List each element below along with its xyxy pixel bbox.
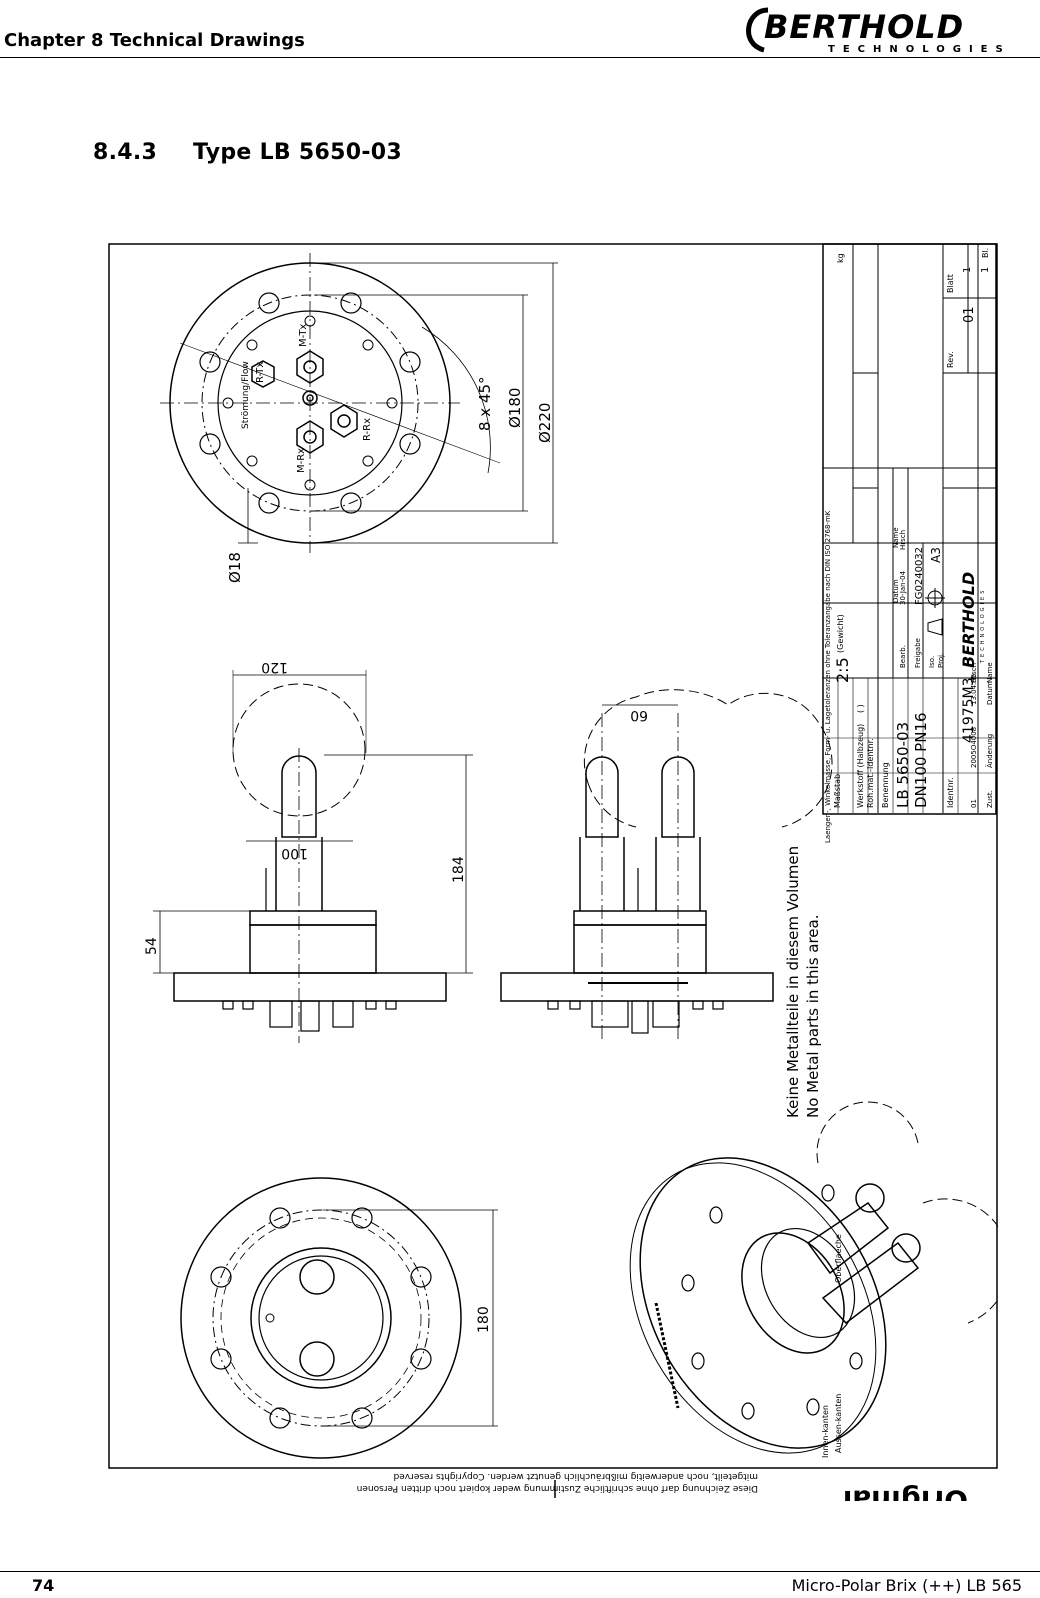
tb-rev-col3: Name	[986, 662, 994, 683]
tb-sheet: 1	[962, 267, 973, 273]
tb-berthold-logo: BERTHOLD TECHNOLOGIES	[959, 572, 986, 668]
tb-proj-label: Proj.	[937, 653, 945, 668]
tb-sheets: 1	[980, 267, 991, 273]
logo-main-text: BERTHOLD	[764, 8, 964, 46]
tb-name-1: LB 5650-03	[894, 722, 912, 808]
berthold-logo: BERTHOLD TECHNOLOGIES	[746, 7, 1011, 55]
tb-rev-no: 01	[970, 799, 978, 808]
side-view-2	[500, 689, 833, 1043]
tb-outer-edges: Aussen-kanten	[834, 1394, 843, 1453]
tb-name-label: Benennung	[881, 762, 890, 808]
dim-flange: 54	[144, 937, 160, 955]
side-view-1	[153, 670, 473, 1043]
manual-title: Micro-Polar Brix (++) LB 565	[791, 1576, 1022, 1595]
dim-sphere: 120	[261, 659, 288, 675]
tb-rohmat-label: Roh.mat.-Identnr.	[866, 738, 875, 808]
tb-sheet-label: Blatt	[946, 274, 955, 293]
tb-ident: 41975M3	[961, 677, 977, 743]
tb-inner-edges: Innen-kanten	[821, 1405, 830, 1458]
tb-rev-col1: Änderung	[985, 734, 994, 768]
tb-scale-label: Maßstab	[833, 774, 842, 808]
dim-spacing: 60	[630, 707, 648, 723]
tb-name-col: Name	[892, 527, 900, 548]
logo-sub-text: TECHNOLOGIES	[828, 44, 1011, 55]
side-view-2-labels: 60	[630, 707, 648, 723]
copyright-line-1: Diese Zeichnung darf ohne schriftliche Z…	[357, 1483, 758, 1493]
label-r-rx: R-Rx	[362, 418, 373, 441]
page-footer-rule	[0, 1571, 1040, 1572]
tb-drawn-name: Hrsch	[899, 530, 907, 550]
tb-name-2: DN100 PN16	[912, 712, 930, 808]
tb-format: A3	[929, 547, 943, 563]
tb-rev-date: 13.04.05	[970, 674, 978, 705]
antenna-ports	[251, 350, 358, 454]
page-header: Chapter 8 Technical Drawings BERTHOLD TE…	[0, 0, 1040, 58]
dim-hole-dia: Ø18	[226, 552, 244, 583]
section-heading: 8.4.3 Type LB 5650-03	[93, 140, 402, 165]
tb-rev-label: Rev.	[946, 351, 955, 368]
tb-release-label: Freigabe	[914, 638, 922, 668]
original-stamp: Original	[843, 1484, 968, 1501]
section-number: 8.4.3	[93, 140, 158, 165]
dim-length: 184	[451, 856, 467, 883]
dim-outer: Ø220	[536, 403, 554, 443]
tb-rev-ref: 2005O4008	[970, 727, 978, 768]
tb-date-label: Datum	[892, 579, 900, 603]
dim-bottom-circle: 180	[476, 1306, 492, 1333]
tb-rev-col2: Datum	[986, 681, 994, 705]
side-view-1-labels: 120 184 100 54	[144, 659, 467, 955]
chapter-title: Chapter 8 Technical Drawings	[4, 30, 305, 51]
dim-width: 100	[281, 845, 308, 861]
tb-rev-name: Hrsch	[970, 663, 978, 683]
title-block-text: Maßstab 2:5 (Gewicht) kg Werkstoff (Halb…	[821, 248, 991, 1458]
tb-rev: 01	[962, 306, 977, 323]
top-view-labels: M-Tx R-Tx M-Rx R-Rx Strömung/Flow Ø220 Ø…	[226, 324, 554, 583]
label-m-tx: M-Tx	[298, 324, 309, 347]
title-block	[822, 243, 997, 815]
tb-weight-unit: kg	[836, 253, 845, 263]
top-view	[160, 253, 558, 553]
technical-drawing: M-Tx R-Tx M-Rx R-Rx Strömung/Flow Ø220 Ø…	[108, 243, 998, 1501]
bolt-holes	[199, 292, 421, 514]
tb-rev-col0: Zust.	[986, 790, 994, 808]
warning-en: No Metal parts in this area.	[804, 915, 822, 1119]
svg-text:BERTHOLD: BERTHOLD	[959, 572, 978, 668]
tb-scale: 2:5	[833, 657, 852, 683]
copyright-line-2: mitgeteilt, noch anderweitig mißbräuchli…	[394, 1471, 758, 1481]
tb-material-label: Werkstoff (Halbzeug)	[856, 724, 865, 808]
tb-ident-label: Identnr.	[946, 777, 955, 808]
dim-holes: 8 x 45°	[476, 376, 494, 431]
warning-de: Keine Metallteile in diesem Volumen	[784, 846, 802, 1118]
section-title-text: Type LB 5650-03	[193, 140, 402, 165]
label-r-tx: R-Tx	[255, 362, 266, 383]
tb-surface: Oberflaeche	[834, 1234, 843, 1283]
tb-iso-label: Iso.	[928, 656, 936, 668]
tb-material-value: ( )	[856, 704, 865, 713]
tb-tolerance: Laengen-, Winkelmasse, Form- u. Lagetole…	[824, 510, 832, 843]
bottom-view	[180, 1177, 498, 1459]
tb-sheets-unit: Bl.	[981, 248, 990, 258]
tb-drawn-label: Bearb.	[899, 645, 907, 668]
title-block-lower: Laengen-, Winkelmasse, Form- u. Lagetole…	[824, 510, 994, 843]
label-m-rx: M-Rx	[296, 448, 307, 473]
tb-release-value: FG0240032	[914, 547, 925, 605]
isometric-view	[629, 1101, 998, 1454]
drawing-frame	[108, 243, 998, 1469]
dim-bolt-circle: Ø180	[506, 388, 524, 428]
tb-weight-label: (Gewicht)	[836, 614, 845, 653]
tb-drawn-date: 30-Jan-04	[899, 570, 907, 605]
label-flow: Strömung/Flow	[241, 361, 251, 429]
projection-symbol-icon	[925, 588, 945, 636]
page-number: 74	[32, 1576, 55, 1595]
svg-text:TECHNOLOGIES: TECHNOLOGIES	[980, 588, 986, 664]
